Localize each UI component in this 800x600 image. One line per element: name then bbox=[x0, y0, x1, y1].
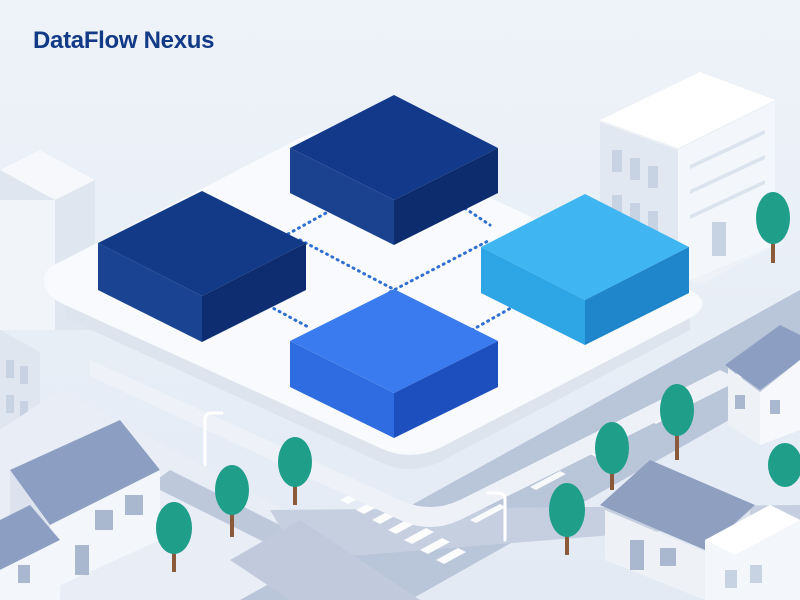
tree-icon bbox=[756, 192, 790, 263]
server-block-icon bbox=[290, 289, 498, 438]
brand-title: DataFlow Nexus bbox=[33, 27, 215, 54]
street-lamp-icon bbox=[486, 491, 507, 542]
tree-icon bbox=[660, 384, 694, 460]
house-icon bbox=[725, 325, 800, 445]
server-block-icon bbox=[290, 95, 498, 245]
tree-icon bbox=[215, 465, 249, 537]
server-block-icon bbox=[98, 191, 306, 342]
tree-icon bbox=[549, 483, 585, 555]
tree-icon bbox=[595, 422, 629, 490]
tree-icon bbox=[768, 443, 800, 487]
office-building-icon bbox=[705, 505, 800, 600]
server-block-icon bbox=[481, 194, 689, 345]
tree-icon bbox=[156, 502, 192, 572]
street-lamp-icon bbox=[203, 411, 224, 467]
house-icon bbox=[0, 505, 60, 600]
tree-icon bbox=[278, 437, 312, 505]
